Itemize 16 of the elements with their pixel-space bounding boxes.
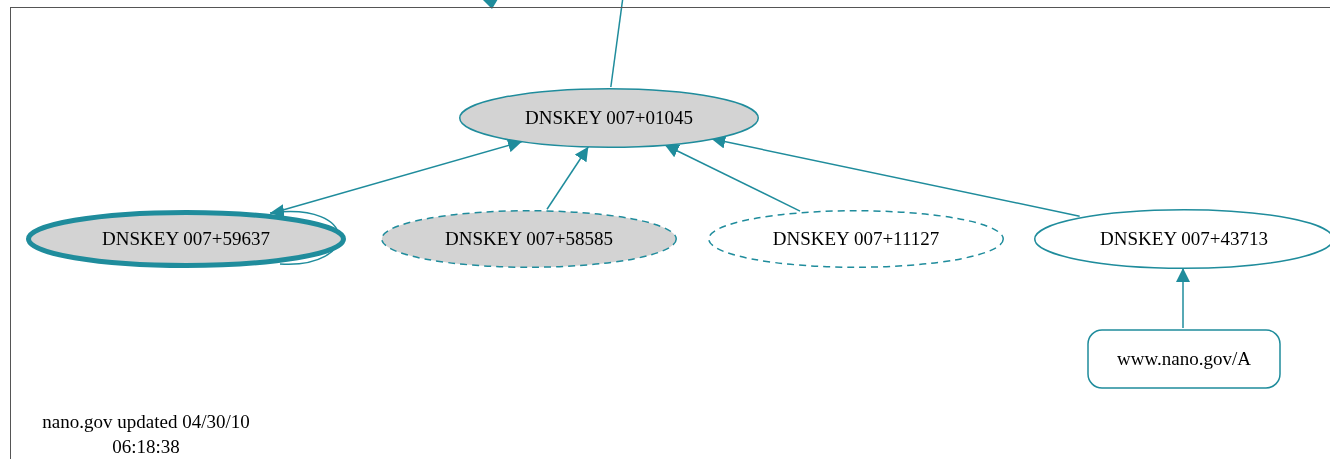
node-label: DNSKEY 007+59637 — [102, 228, 270, 250]
node-label: www.nano.gov/A — [1117, 348, 1251, 370]
key-ellipse — [381, 210, 677, 268]
arrow — [546, 146, 590, 210]
record-box — [1087, 329, 1281, 389]
key-ellipse — [459, 88, 759, 148]
cluster-label: nano.gov updated 04/30/10 06:18:38 — [41, 410, 251, 459]
cluster-frame — [10, 7, 1330, 459]
key-ellipse — [708, 210, 1004, 268]
arrow — [663, 144, 801, 212]
node-label: DNSKEY 007+58585 — [445, 228, 613, 250]
node-label: DNSKEY 007+11127 — [772, 228, 940, 250]
node-label: DNSKEY 007+01045 — [525, 107, 693, 129]
arrow — [1176, 267, 1190, 329]
key-ellipse — [26, 210, 346, 268]
node-label: DNSKEY 007+43713 — [1100, 228, 1268, 250]
